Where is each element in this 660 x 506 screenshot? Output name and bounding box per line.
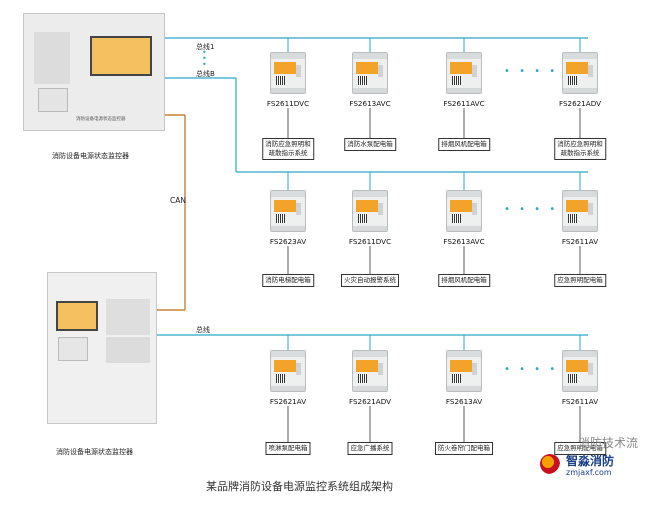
- lower-monitor-label: 消防设备电源状态监控器: [56, 448, 133, 456]
- system-label: 应急照明配电箱: [557, 276, 603, 284]
- watermark-account: 消防技术流: [578, 436, 639, 450]
- monitor-module: [446, 52, 482, 94]
- module-model: FS2611DVC: [266, 99, 310, 108]
- monitor-module: [446, 350, 482, 392]
- module-model: FS2621ADV: [558, 99, 602, 108]
- system-box: 喷淋泵配电箱: [265, 442, 311, 455]
- module-model: FS2621AV: [269, 397, 307, 406]
- system-box: 消防应急照明和疏散指示系统: [554, 138, 606, 160]
- monitor-module: [562, 190, 598, 232]
- system-box: 排烟风机配电箱: [438, 138, 490, 151]
- system-box: 应急照明配电箱: [554, 442, 606, 455]
- system-box: 应急照明配电箱: [554, 274, 606, 287]
- keypad: [34, 32, 70, 84]
- keypad: [106, 337, 150, 363]
- system-label: 消防应急照明和: [557, 140, 603, 148]
- system-box: 消防水泵配电箱: [344, 138, 396, 151]
- panel-text: 消防设备电源状态监控器: [76, 117, 126, 122]
- more-modules-ellipsis: • • • •: [504, 66, 559, 77]
- module-model: FS2611AV: [561, 237, 599, 246]
- more-modules-ellipsis: • • • •: [504, 204, 559, 215]
- side-panel: [106, 299, 150, 335]
- monitor-module: [562, 52, 598, 94]
- module-model: FS2611AV: [561, 397, 599, 406]
- display-screen: [56, 301, 98, 331]
- system-label: 排烟风机配电箱: [441, 276, 487, 284]
- system-label: 应急照明配电箱: [557, 444, 603, 452]
- system-label: 疏散指示系统: [268, 149, 308, 157]
- system-label: 火灾自动报警系统: [344, 276, 396, 284]
- busB-label: 总线B: [196, 70, 215, 78]
- module-model: FS2623AV: [269, 237, 307, 246]
- bus-ellipsis: •••: [202, 48, 207, 69]
- lower-monitor-cabinet: [47, 272, 157, 424]
- upper-monitor-label: 消防设备电源状态监控器: [52, 152, 129, 160]
- system-label: 喷淋泵配电箱: [268, 444, 308, 452]
- system-label: 应急广播系统: [350, 444, 390, 452]
- printer: [58, 337, 88, 361]
- system-label: 防火卷帘门配电箱: [438, 444, 490, 452]
- upper-monitor-cabinet: 消防设备电源状态监控器: [23, 13, 165, 131]
- monitor-module: [270, 350, 306, 392]
- system-box: 应急广播系统: [347, 442, 393, 455]
- bus1-label: 总线1: [196, 43, 215, 51]
- system-label: 疏散指示系统: [560, 149, 600, 157]
- printer: [38, 88, 68, 112]
- watermark-url: zmjaxf.com: [566, 468, 612, 477]
- bus-label: 总线: [196, 326, 210, 334]
- module-model: FS2621ADV: [348, 397, 392, 406]
- system-box: 防火卷帘门配电箱: [435, 442, 493, 455]
- more-modules-ellipsis: • • • •: [504, 364, 559, 375]
- display-screen: [90, 36, 152, 76]
- system-box: 消防电梯配电箱: [262, 274, 314, 287]
- monitor-module: [270, 52, 306, 94]
- system-box: 火灾自动报警系统: [341, 274, 399, 287]
- module-model: FS2613AV: [445, 397, 483, 406]
- watermark-logo-icon: [540, 454, 560, 474]
- monitor-module: [352, 190, 388, 232]
- module-model: FS2613AVC: [443, 237, 485, 246]
- module-model: FS2611DVC: [348, 237, 392, 246]
- monitor-module: [446, 190, 482, 232]
- monitor-module: [352, 52, 388, 94]
- system-label: 消防应急照明和: [265, 140, 311, 148]
- module-model: FS2613AVC: [349, 99, 391, 108]
- monitor-module: [562, 350, 598, 392]
- monitor-module: [270, 190, 306, 232]
- module-model: FS2611AVC: [443, 99, 485, 108]
- system-label: 排烟风机配电箱: [441, 140, 487, 148]
- system-label: 消防电梯配电箱: [265, 276, 311, 284]
- system-box: 消防应急照明和疏散指示系统: [262, 138, 314, 160]
- caption: 某品牌消防设备电源监控系统组成架构: [206, 480, 393, 493]
- watermark-brand: 智淼消防: [566, 454, 615, 468]
- system-box: 排烟风机配电箱: [438, 274, 490, 287]
- can-label: CAN: [170, 196, 186, 205]
- monitor-module: [352, 350, 388, 392]
- system-label: 消防水泵配电箱: [347, 140, 393, 148]
